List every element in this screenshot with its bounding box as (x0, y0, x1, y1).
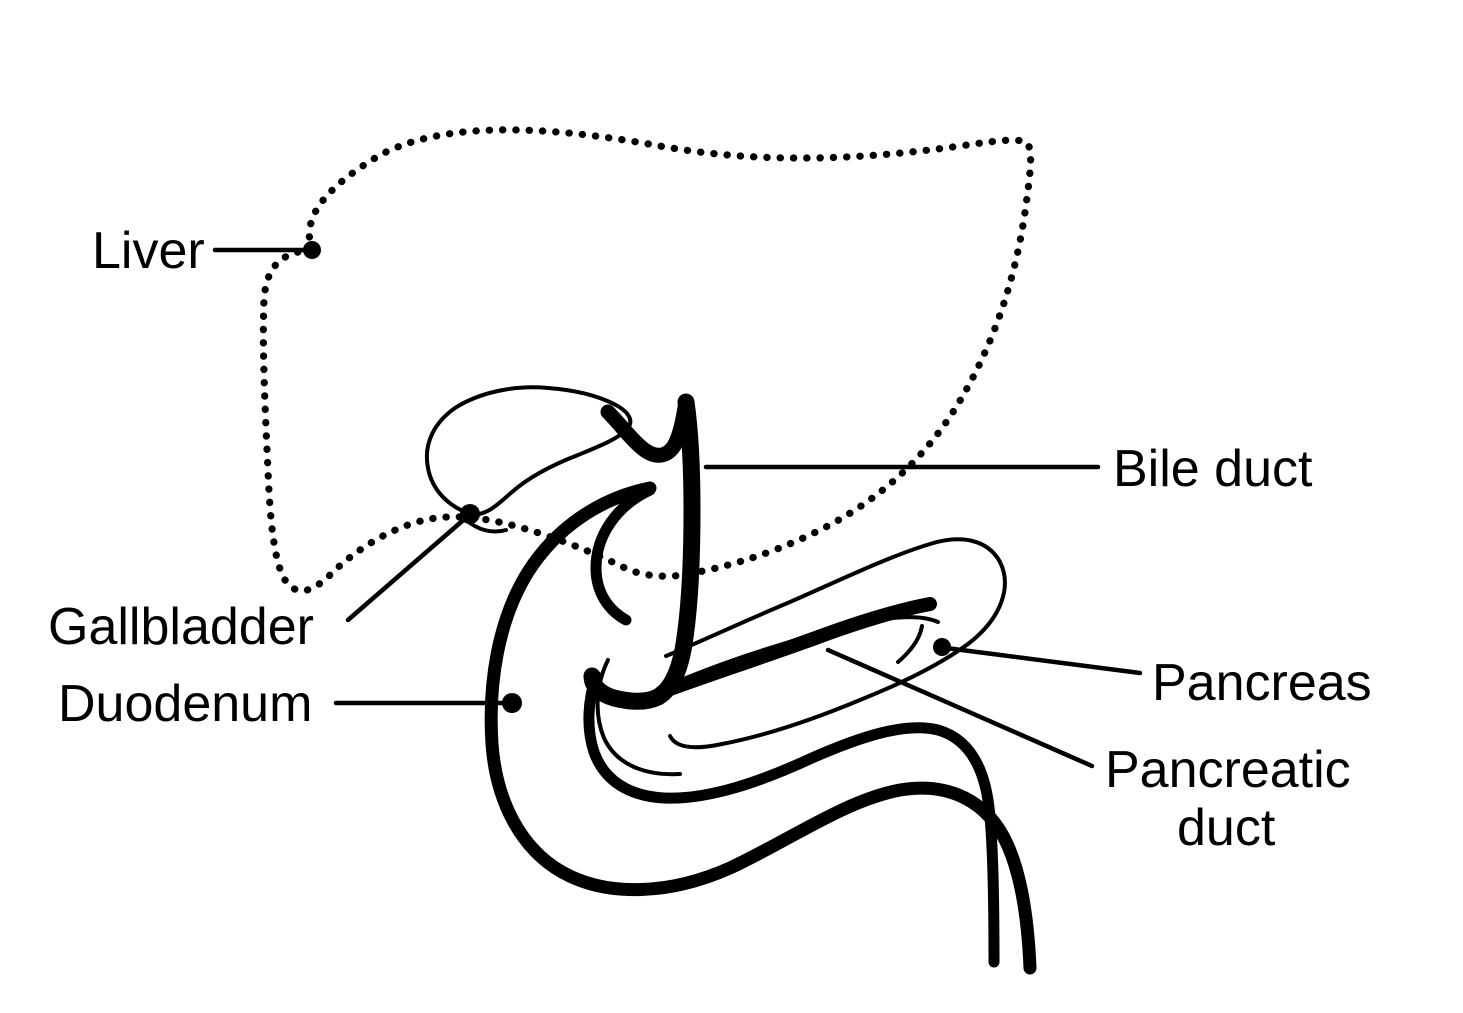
label-pancreatic-duct-line2: duct (1177, 799, 1276, 857)
label-bile-duct: Bile duct (1113, 440, 1313, 498)
ampulla-shape (583, 667, 667, 710)
label-pancreas: Pancreas (1152, 654, 1372, 712)
gallbladder-outline (424, 385, 633, 517)
label-gallbladder: Gallbladder (48, 598, 314, 656)
leader-line-gallbladder (345, 513, 471, 623)
liver-outline (259, 126, 1035, 595)
duodenum-inner-wall (590, 484, 656, 626)
leader-line-pancreas (943, 645, 1143, 676)
pancreas-outline (664, 537, 1007, 750)
bile-duct-shape (649, 393, 701, 706)
duodenum-outer-wall (484, 481, 1037, 975)
leader-dot-duodenum (502, 693, 522, 713)
cystic-duct-shape (600, 394, 694, 463)
pancreatic-duct-shape (655, 597, 937, 699)
leader-dot-gallbladder (460, 504, 480, 524)
duodenum-lumen-lower (583, 670, 1000, 968)
label-duodenum: Duodenum (58, 675, 312, 733)
leader-line-pancreatic-duct (825, 647, 1095, 769)
leader-dot-pancreas (933, 638, 951, 656)
label-liver: Liver (92, 222, 205, 280)
leader-dot-liver (303, 241, 321, 259)
label-pancreatic-duct: Pancreatic (1105, 741, 1351, 799)
pancreatic-duct-branch (896, 624, 924, 664)
